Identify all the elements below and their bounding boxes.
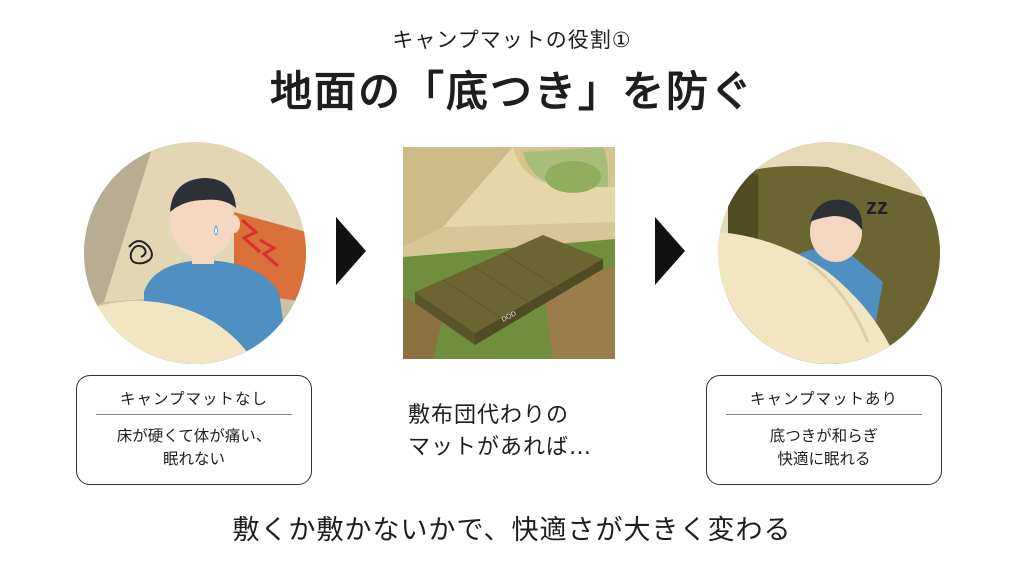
page-title: 地面の「底つき」を防ぐ <box>269 67 754 116</box>
sleeping-man-icon: zz <box>718 142 940 364</box>
divider <box>726 414 922 415</box>
page-subtitle: キャンプマットの役割① <box>392 28 632 52</box>
right-arrow-icon <box>336 217 366 285</box>
camping-mat-illustration: DOD <box>403 147 615 359</box>
without-mat-box: キャンプマットなし 床が硬くて体が痛い、 眠れない <box>76 375 312 485</box>
middle-caption: 敷布団代わりの マットがあれば… <box>408 403 593 460</box>
without-mat-title: キャンプマットなし <box>119 390 269 408</box>
divider <box>96 414 292 415</box>
sleep-symbol: zz <box>866 194 888 219</box>
with-mat-box: キャンプマットあり 底つきが和らぎ 快適に眠れる <box>706 375 942 485</box>
without-mat-description: 床が硬くて体が痛い、 眠れない <box>116 427 272 468</box>
footer-conclusion: 敷くか敷かないかで、快適さが大きく変わる <box>232 515 792 546</box>
right-arrow-icon <box>655 217 685 285</box>
with-mat-title: キャンプマットあり <box>749 390 899 408</box>
uncomfortable-man-icon <box>84 142 306 364</box>
with-mat-description: 底つきが和らぎ 快適に眠れる <box>769 427 879 468</box>
